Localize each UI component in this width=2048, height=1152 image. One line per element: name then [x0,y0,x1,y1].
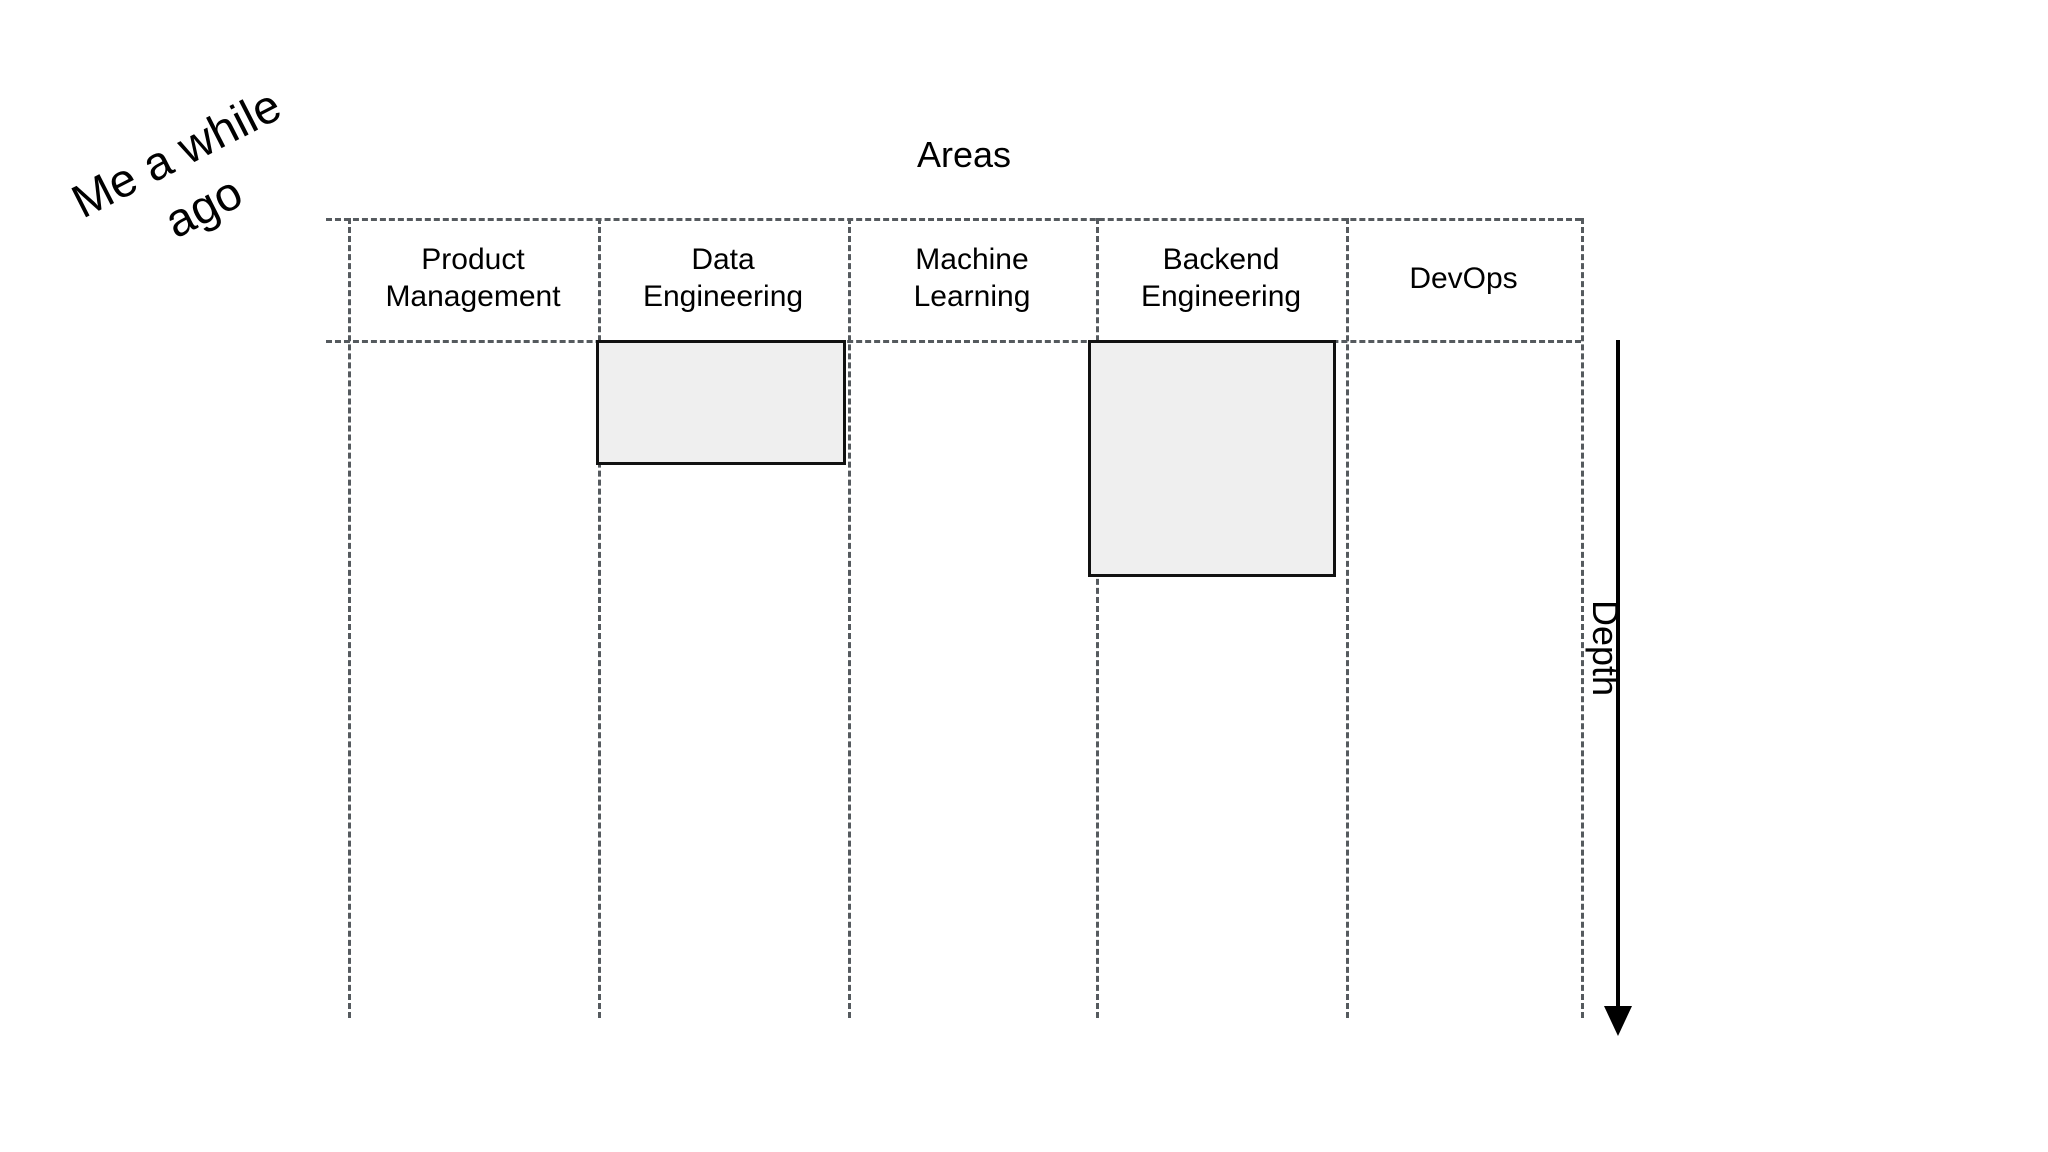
column-header-label: Data Engineering [642,243,804,313]
grid-line-header-bottom [326,340,1581,343]
chart-title: Areas [916,134,1012,175]
column-header-label: DevOps [1409,261,1518,295]
grid-line-column-2 [848,218,851,1018]
depth-axis-label: Depth [1585,600,1626,697]
column-header-backend-engineering: Backend Engineering [1096,218,1346,340]
column-header-machine-learning: Machine Learning [848,218,1096,340]
depth-axis-arrowhead-icon [1604,1006,1632,1036]
column-header-label: Machine Learning [913,243,1031,313]
depth-axis-line [1616,340,1620,1030]
grid-line-column-5 [1581,218,1584,1018]
column-header-devops: DevOps [1346,218,1581,340]
column-header-label: Backend Engineering [1140,243,1302,313]
grid-line-column-1 [598,218,601,1018]
grid-line-top [326,218,1581,221]
column-header-product-management: Product Management [348,218,598,340]
grid-line-column-3 [1096,218,1099,1018]
column-header-data-engineering: Data Engineering [598,218,848,340]
chart-plot-area: Product Management Data Engineering Mach… [326,218,1603,1018]
depth-bar-data-engineering[interactable] [596,340,846,465]
grid-line-column-0 [348,218,351,1018]
annotation-me-a-while-ago: Me a while ago [63,77,290,248]
depth-bar-backend-engineering[interactable] [1088,340,1336,577]
grid-line-column-4 [1346,218,1349,1018]
column-header-label: Product Management [385,243,561,313]
